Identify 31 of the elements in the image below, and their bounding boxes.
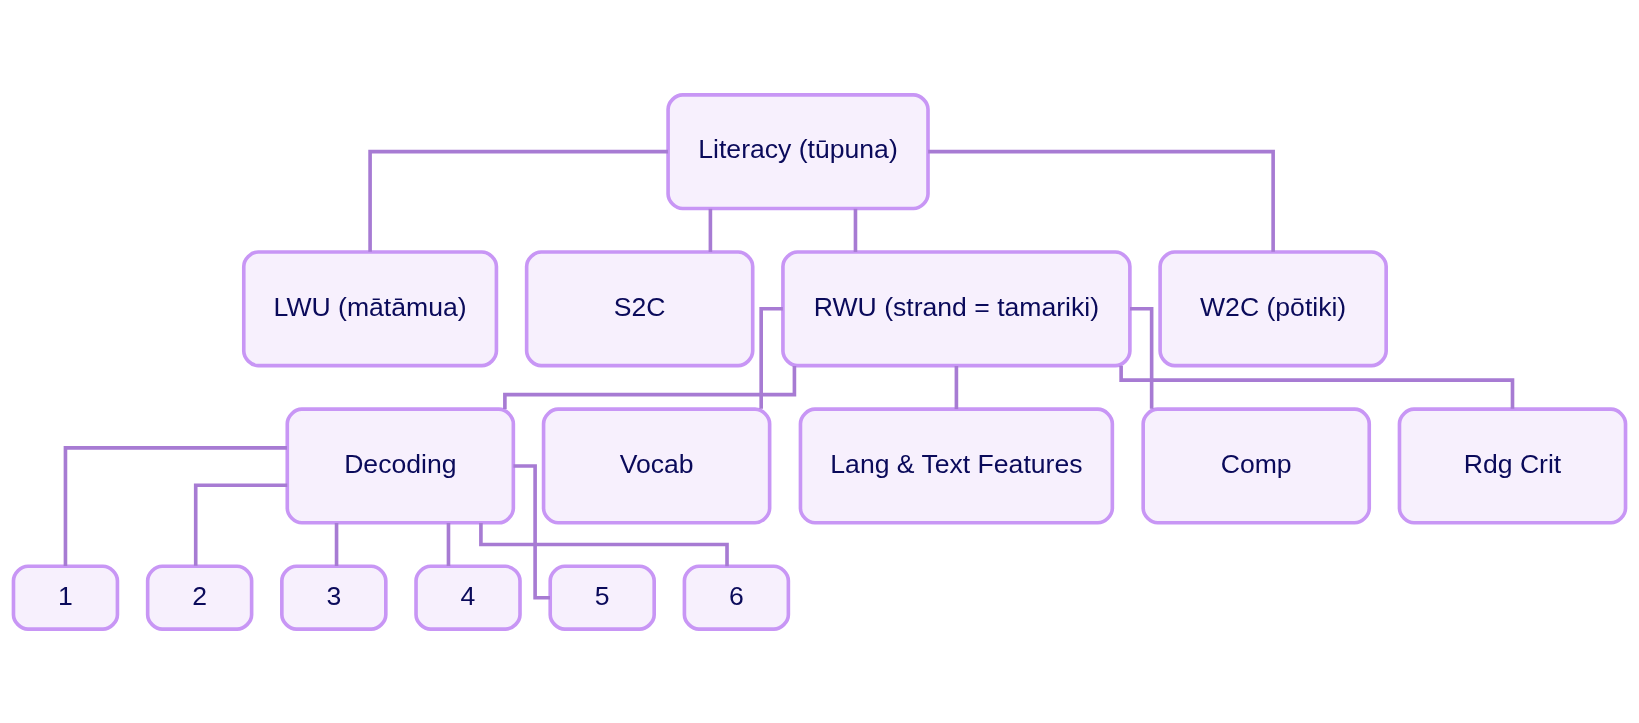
connector xyxy=(63,445,287,566)
connector xyxy=(503,365,797,409)
connector xyxy=(446,522,451,566)
node-box: W2C (pōtiki) xyxy=(1158,249,1388,367)
connector xyxy=(368,149,668,252)
connector xyxy=(759,306,783,409)
connector xyxy=(928,149,1275,252)
node-box: Literacy (tūpuna) xyxy=(666,92,930,210)
connector xyxy=(853,208,858,252)
connector xyxy=(479,522,729,566)
node-box: Lang & Text Features xyxy=(798,406,1115,525)
node-box: 5 xyxy=(548,564,656,631)
node-box: 2 xyxy=(145,564,254,631)
node-box: Vocab xyxy=(541,406,772,525)
connector xyxy=(954,365,959,409)
node-box: 1 xyxy=(11,564,120,631)
node-box: LWU (mātāmua) xyxy=(241,249,499,367)
connector xyxy=(334,522,339,566)
node-box: 3 xyxy=(280,564,388,631)
connector xyxy=(193,483,288,566)
connector xyxy=(1119,365,1515,409)
node-box: 6 xyxy=(682,564,791,631)
node-box: 4 xyxy=(414,564,522,631)
node-box: Comp xyxy=(1141,406,1372,525)
connector xyxy=(1130,306,1154,409)
connector xyxy=(513,463,550,600)
node-box: Rdg Crit xyxy=(1397,406,1628,525)
node-box: Decoding xyxy=(285,406,516,525)
connector xyxy=(708,208,713,252)
node-box: RWU (strand = tamariki) xyxy=(781,249,1132,367)
node-box: S2C xyxy=(524,249,755,367)
